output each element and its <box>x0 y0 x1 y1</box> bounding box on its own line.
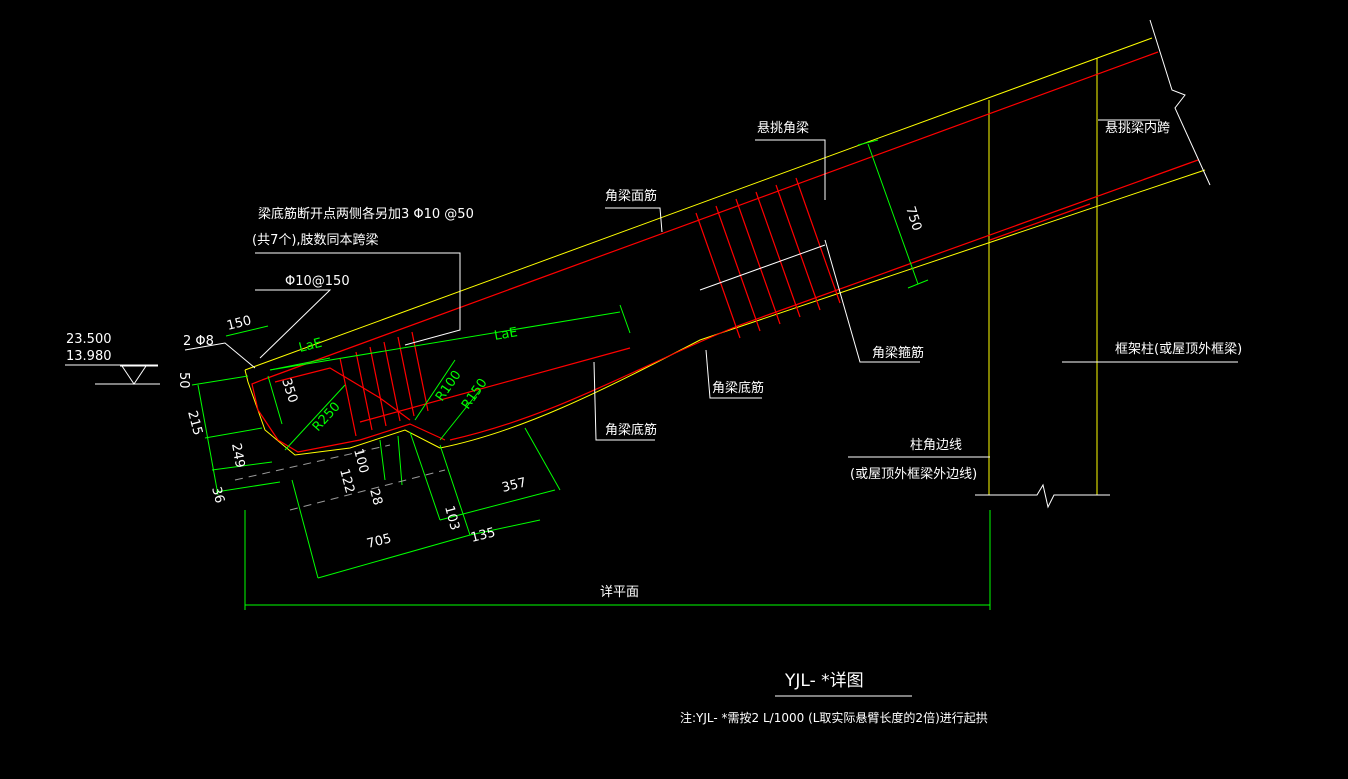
dim-text-lae-long: LaE <box>493 325 519 344</box>
dim-text-lae-short: LaE <box>297 336 323 356</box>
dim-text-215: 215 <box>184 409 205 437</box>
label-elevation-1: 23.500 <box>66 332 112 347</box>
dim-bottom-line-2 <box>317 519 541 579</box>
dim-text-350: 350 <box>278 377 300 405</box>
inner-hook-rebar <box>274 367 411 421</box>
dim-text-28: 28 <box>366 487 385 507</box>
leader-bottom-bar-2 <box>593 361 655 441</box>
dim-750 <box>857 139 929 289</box>
end-rebar-hook <box>251 379 446 453</box>
dim-lae-short <box>269 357 331 371</box>
leader-top-bar <box>605 207 663 233</box>
label-bottom-bar-note-2: (共7个),肢数同本跨梁 <box>252 232 379 248</box>
elevation-marker <box>95 365 160 385</box>
bottom-rebar <box>449 159 1199 441</box>
drawing-note: 注:YJL- *需按2 L/1000 (L取实际悬臂长度的2倍)进行起拱 <box>680 710 988 725</box>
dim-plan <box>244 510 991 610</box>
inner-lap-rebar <box>989 203 1091 241</box>
dim-text-357: 357 <box>500 475 528 496</box>
label-corner-beam-bottom-bar-2: 角梁底筋 <box>605 422 657 438</box>
dim-text-705: 705 <box>365 531 393 552</box>
dim-text-249: 249 <box>228 442 247 469</box>
centre-line-2 <box>289 469 446 511</box>
beam-top-edge <box>244 37 1153 371</box>
dim-text-36: 36 <box>208 485 227 505</box>
label-corner-beam-stirrup: 角梁箍筋 <box>872 345 924 361</box>
dim-text-103: 103 <box>441 504 462 532</box>
top-rebar <box>261 51 1159 381</box>
label-column-corner-edge: 柱角边线 <box>910 438 962 453</box>
stirrup-tick-line <box>699 244 826 291</box>
label-elevation-2: 13.980 <box>66 349 112 364</box>
leader-bottom-bar-1 <box>705 349 762 399</box>
label-column-corner-edge-sub: (或屋顶外框梁外边线) <box>850 467 977 482</box>
label-corner-beam-top-bar: 角梁面筋 <box>605 188 657 204</box>
drawing-title: YJL- *详图 <box>784 671 864 691</box>
dim-r150 <box>439 389 481 441</box>
label-cantilever-inner-span: 悬挑梁内跨 <box>1105 120 1170 136</box>
dim-r250 <box>284 384 346 451</box>
label-detail-plan: 详平面 <box>600 585 639 600</box>
dim-text-122: 122 <box>336 467 357 495</box>
dim-350 <box>267 375 283 425</box>
label-stirrup-spec: Φ10@150 <box>285 274 350 289</box>
dim-text-135: 135 <box>469 525 497 546</box>
dim-bottom-ext <box>379 427 561 536</box>
label-bottom-bar-note-1: 梁底筋断开点两侧各另加3 Φ10 @50 <box>258 206 474 222</box>
leader-stirrup-spec <box>255 289 332 359</box>
stirrups-mid <box>695 177 841 339</box>
dim-text-100: 100 <box>350 447 371 475</box>
leader-note <box>255 252 461 346</box>
label-cantilever-corner-beam: 悬挑角梁 <box>757 121 809 136</box>
dim-bottom-ext-left <box>291 479 319 579</box>
dim-left-vert <box>197 384 219 496</box>
label-2phi8: 2 Φ8 <box>183 334 214 349</box>
beam-end-profile <box>244 369 441 456</box>
dim-150 <box>225 325 269 337</box>
label-corner-beam-bottom-bar-1: 角梁底筋 <box>712 380 764 396</box>
dim-ticks-left <box>191 375 281 493</box>
extra-rebar <box>359 347 631 423</box>
leader-2phi8 <box>184 342 256 369</box>
dim-text-50: 50 <box>176 372 191 389</box>
dim-r100 <box>414 359 456 421</box>
break-line-left <box>975 483 1110 509</box>
dim-text-150: 150 <box>225 313 253 334</box>
centre-line-1 <box>234 444 391 481</box>
dim-bottom-line-1 <box>439 489 556 521</box>
break-line-right <box>1149 19 1211 186</box>
leader-cantilever <box>755 139 826 200</box>
stirrups-left <box>339 331 429 437</box>
dim-text-750: 750 <box>902 205 924 233</box>
leader-stirrup <box>824 239 920 363</box>
label-frame-column: 框架柱(或屋顶外框梁) <box>1115 342 1242 357</box>
dim-lae-top <box>269 304 631 371</box>
